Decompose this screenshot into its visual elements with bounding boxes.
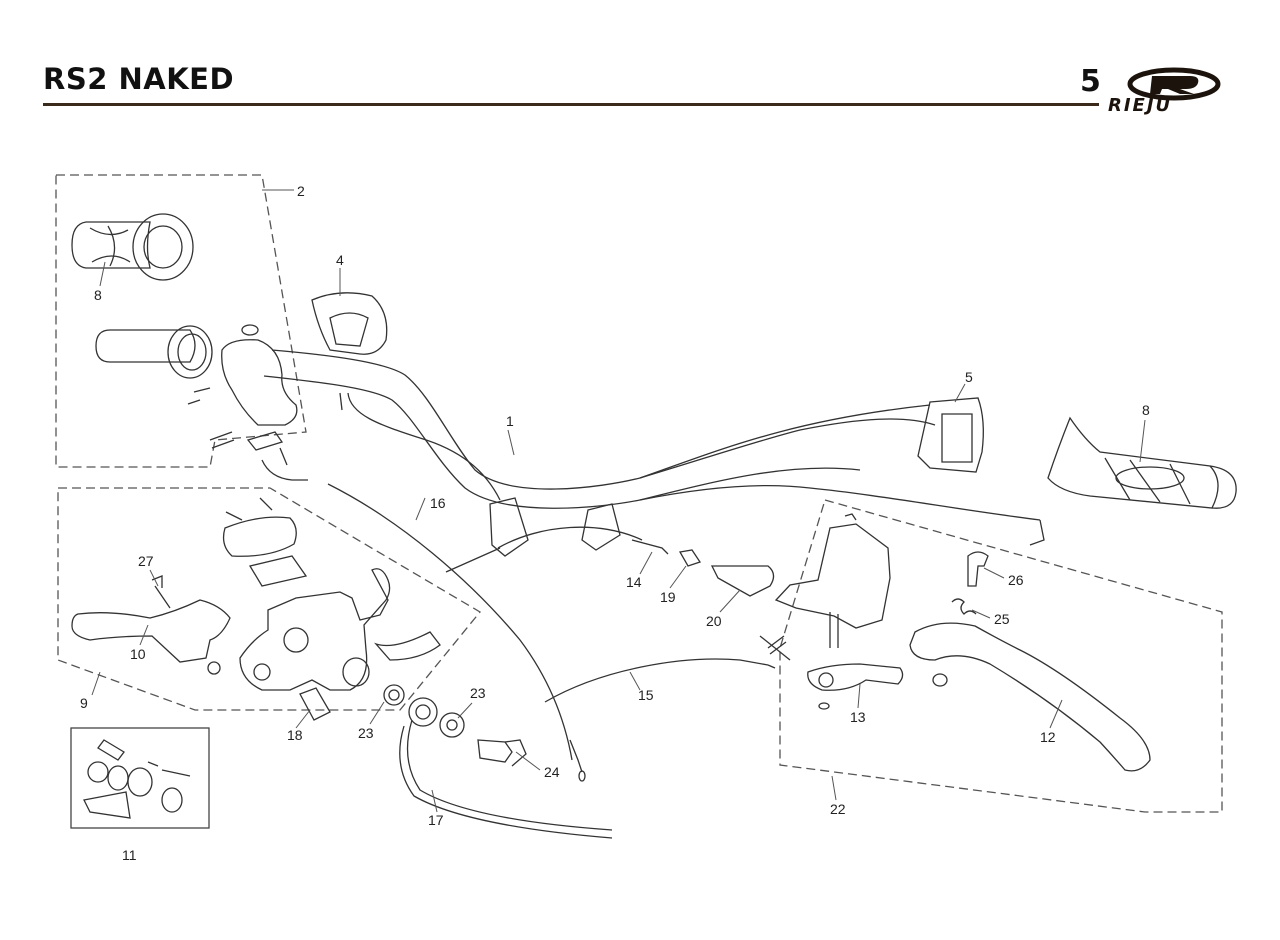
callout-25: 25 [994,611,1010,627]
brake-lever [909,622,1151,772]
callout-1: 1 [506,413,514,429]
switch-housing-4 [311,292,388,355]
callout-9: 9 [80,695,88,711]
callout-17: 17 [428,812,444,828]
handlebar-tube [271,349,936,490]
callout-11: 11 [122,847,137,863]
right-switch-5 [917,397,984,473]
callout-15: 15 [638,687,654,703]
callout-13: 13 [850,709,866,725]
callout-16: 16 [430,495,446,511]
callout-24: 24 [544,764,560,780]
callout-10: 10 [130,646,146,662]
group-outline-2 [55,174,307,468]
callout-23-right: 23 [470,685,486,701]
group-outline-9 [57,487,481,711]
callout-20: 20 [706,613,722,629]
cam-13 [807,663,904,691]
repair-kit-box-11 [70,727,210,829]
brake-master-bracket [774,523,891,629]
page-number: 5 [1080,64,1101,99]
callout-8-right: 8 [1142,402,1150,418]
callout-14: 14 [626,574,642,590]
callout-27: 27 [138,553,154,569]
callout-12: 12 [1040,729,1056,745]
callout-18: 18 [287,727,303,743]
callout-labels: 1 2 4 5 8 8 9 10 11 12 13 14 15 16 17 18… [80,183,1150,863]
banjo-bolt [477,739,513,763]
callout-4: 4 [336,252,344,268]
header-rule [43,103,1099,106]
callout-5: 5 [965,369,973,385]
clutch-master-body [239,568,391,691]
group-outline-22 [779,499,1223,813]
throttle-tube [95,329,196,363]
callout-2: 2 [297,183,305,199]
reservoir-cap [222,516,297,557]
callout-8-left: 8 [94,287,102,303]
callout-26: 26 [1008,572,1024,588]
leader-lines [91,189,1146,813]
clutch-lever [71,599,231,663]
throttle-housing [221,339,298,426]
right-grip [1047,416,1219,509]
callout-22: 22 [830,801,846,817]
left-grip [71,221,151,269]
callout-19: 19 [660,589,676,605]
bracket-20 [710,565,775,597]
brand-wordmark: RIEJU [1108,95,1173,116]
callout-23-left: 23 [358,725,374,741]
page-title: RS2 NAKED [43,62,235,96]
rieju-logo-icon [1127,67,1221,101]
